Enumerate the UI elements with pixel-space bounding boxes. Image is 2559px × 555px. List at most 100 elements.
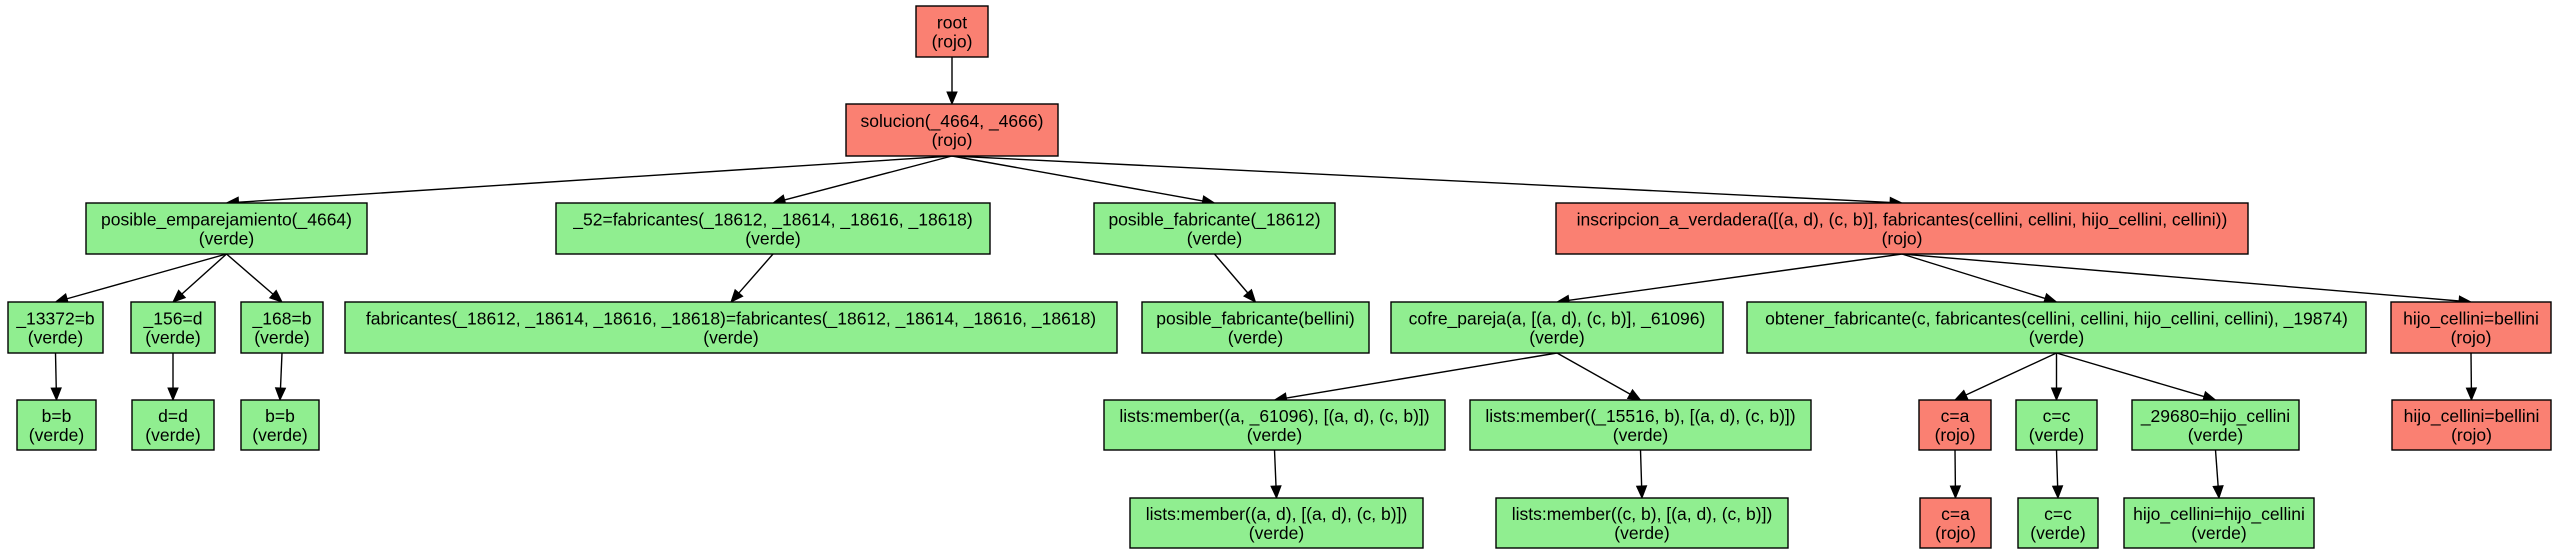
node-label: posible_fabricante(bellini) xyxy=(1156,309,1354,330)
node-box xyxy=(2391,399,2552,451)
edge-member-15516-to-member-cb xyxy=(1635,449,1648,500)
tree-node-inscripcion: inscripcion_a_verdadera([(a, d), (c, b)]… xyxy=(1555,202,2249,255)
arrowhead-icon xyxy=(2051,485,2064,500)
tree-node-root: root(rojo) xyxy=(915,5,989,58)
node-label: lists:member((c, b), [(a, d), (c, b)]) xyxy=(1512,504,1773,524)
edge-hijo-cellini-1-to-hijo-cellini-2 xyxy=(2465,352,2478,402)
node-box xyxy=(1555,202,2249,255)
tree-node-member-cb: lists:member((c, b), [(a, d), (c, b)])(v… xyxy=(1495,497,1789,549)
arrowhead-icon xyxy=(268,289,283,303)
tree-node-dd: d=d(verde) xyxy=(131,399,215,451)
node-status: (rojo) xyxy=(932,32,973,52)
tree-node-member-61096: lists:member((a, _61096), [(a, d), (c, b… xyxy=(1103,399,1446,451)
node-label: inscripcion_a_verdadera([(a, d), (c, b)]… xyxy=(1577,210,2228,231)
arrowhead-icon xyxy=(1949,485,1962,500)
tree-node-u13372: _13372=b(verde) xyxy=(7,301,104,354)
node-box xyxy=(16,399,97,451)
node-status: (verde) xyxy=(145,425,200,445)
node-box xyxy=(240,399,320,451)
arrowhead-icon xyxy=(2465,387,2478,402)
node-box xyxy=(1919,497,1992,549)
edge-posible-emparejamiento-to-u168 xyxy=(226,253,283,303)
node-box xyxy=(2131,399,2300,451)
node-label: _52=fabricantes(_18612, _18614, _18616, … xyxy=(572,210,972,231)
node-label: lists:member((a, d), [(a, d), (c, b)]) xyxy=(1146,504,1408,524)
arrowhead-icon xyxy=(1953,389,1969,401)
edge-posible-fabricante-to-posible-fabricante-bellini xyxy=(1213,253,1257,303)
node-box xyxy=(131,399,215,451)
node-status: (verde) xyxy=(2030,523,2085,543)
edge-line xyxy=(784,155,953,201)
tree-node-cc-2: c=c(verde) xyxy=(2017,497,2099,549)
edge-cc-1-to-cc-2 xyxy=(2051,449,2064,500)
node-status: (verde) xyxy=(1613,425,1668,445)
node-label: hijo_cellini=bellini xyxy=(2403,309,2539,330)
arrowhead-icon xyxy=(730,288,744,303)
arrowhead-icon xyxy=(2212,485,2224,500)
arrowhead-icon xyxy=(167,387,179,402)
node-box xyxy=(1141,301,1370,354)
node-status: (verde) xyxy=(2191,523,2246,543)
arrowhead-icon xyxy=(946,91,958,106)
node-status: (verde) xyxy=(1247,425,1302,445)
node-label: _168=b xyxy=(252,309,312,330)
node-status: (verde) xyxy=(2029,328,2084,348)
edge-line xyxy=(2056,352,2205,398)
edge-line xyxy=(951,155,1891,204)
node-box xyxy=(2015,399,2098,451)
node-box xyxy=(130,301,216,354)
node-label: c=c xyxy=(2044,504,2072,524)
node-status: (verde) xyxy=(2029,425,2084,445)
node-label: hijo_cellini=bellini xyxy=(2404,406,2540,427)
node-box xyxy=(555,202,991,255)
tree-node-ca-1: c=a(rojo) xyxy=(1918,399,1992,451)
edge-line xyxy=(1286,352,1558,399)
node-status: (rojo) xyxy=(1935,523,1976,543)
edge-line xyxy=(181,253,227,295)
tree-node-posible-emparejamiento: posible_emparejamiento(_4664)(verde) xyxy=(85,202,368,255)
node-label: solucion(_4664, _4666) xyxy=(861,111,1044,132)
node-label: _156=d xyxy=(143,309,203,330)
edge-line xyxy=(226,253,274,295)
edge-inscripcion-to-cofre-pareja xyxy=(1555,253,1903,306)
node-status: (rojo) xyxy=(2451,328,2492,348)
edge-line xyxy=(66,253,227,300)
edge-posible-emparejamiento-to-u13372 xyxy=(54,253,227,305)
node-label: obtener_fabricante(c, fabricantes(cellin… xyxy=(1765,309,2348,330)
edge-solucion-to-fabricantes-52 xyxy=(771,155,953,206)
node-label: b=b xyxy=(42,406,72,426)
edge-line xyxy=(1639,449,1643,487)
node-box xyxy=(1093,202,1336,255)
node-label: root xyxy=(937,13,967,33)
node-box xyxy=(2123,497,2315,549)
edge-solucion-to-posible-fabricante xyxy=(951,155,1216,207)
node-box xyxy=(1918,399,1992,451)
tree-node-fabricantes-52: _52=fabricantes(_18612, _18614, _18616, … xyxy=(555,202,991,255)
node-box xyxy=(2017,497,2099,549)
node-box xyxy=(7,301,104,354)
arrowhead-icon xyxy=(1270,485,1282,500)
tree-node-hijo-cellini-1: hijo_cellini=bellini(rojo) xyxy=(2390,301,2552,354)
node-status: (verde) xyxy=(29,425,84,445)
tree-node-hijo-cellini-2: hijo_cellini=bellini(rojo) xyxy=(2391,399,2552,451)
arrowhead-icon xyxy=(2050,387,2063,402)
edge-line xyxy=(1568,253,1903,302)
edge-line xyxy=(738,253,774,294)
nodes-layer: root(rojo)solucion(_4664, _4666)(rojo)po… xyxy=(7,5,2552,549)
node-box xyxy=(344,301,1118,354)
node-status: (verde) xyxy=(1614,523,1669,543)
edge-fabricantes-52-to-fabricantes-eq xyxy=(730,253,774,303)
tree-node-cc-1: c=c(verde) xyxy=(2015,399,2098,451)
edge-line xyxy=(54,352,57,389)
arrowhead-icon xyxy=(1626,388,1642,401)
edge-cofre-pareja-to-member-61096 xyxy=(1273,352,1558,404)
node-status: (verde) xyxy=(254,328,309,348)
tree-node-cofre-pareja: cofre_pareja(a, [(a, d), (c, b)], _61096… xyxy=(1390,301,1724,354)
edge-line xyxy=(951,155,1203,202)
edge-line xyxy=(1901,253,2460,302)
node-status: (verde) xyxy=(1228,328,1283,348)
edge-u29680-to-hijo-cellini-eq xyxy=(2212,449,2224,500)
node-box xyxy=(915,5,989,58)
node-label: lists:member((a, _61096), [(a, d), (c, b… xyxy=(1119,406,1429,427)
